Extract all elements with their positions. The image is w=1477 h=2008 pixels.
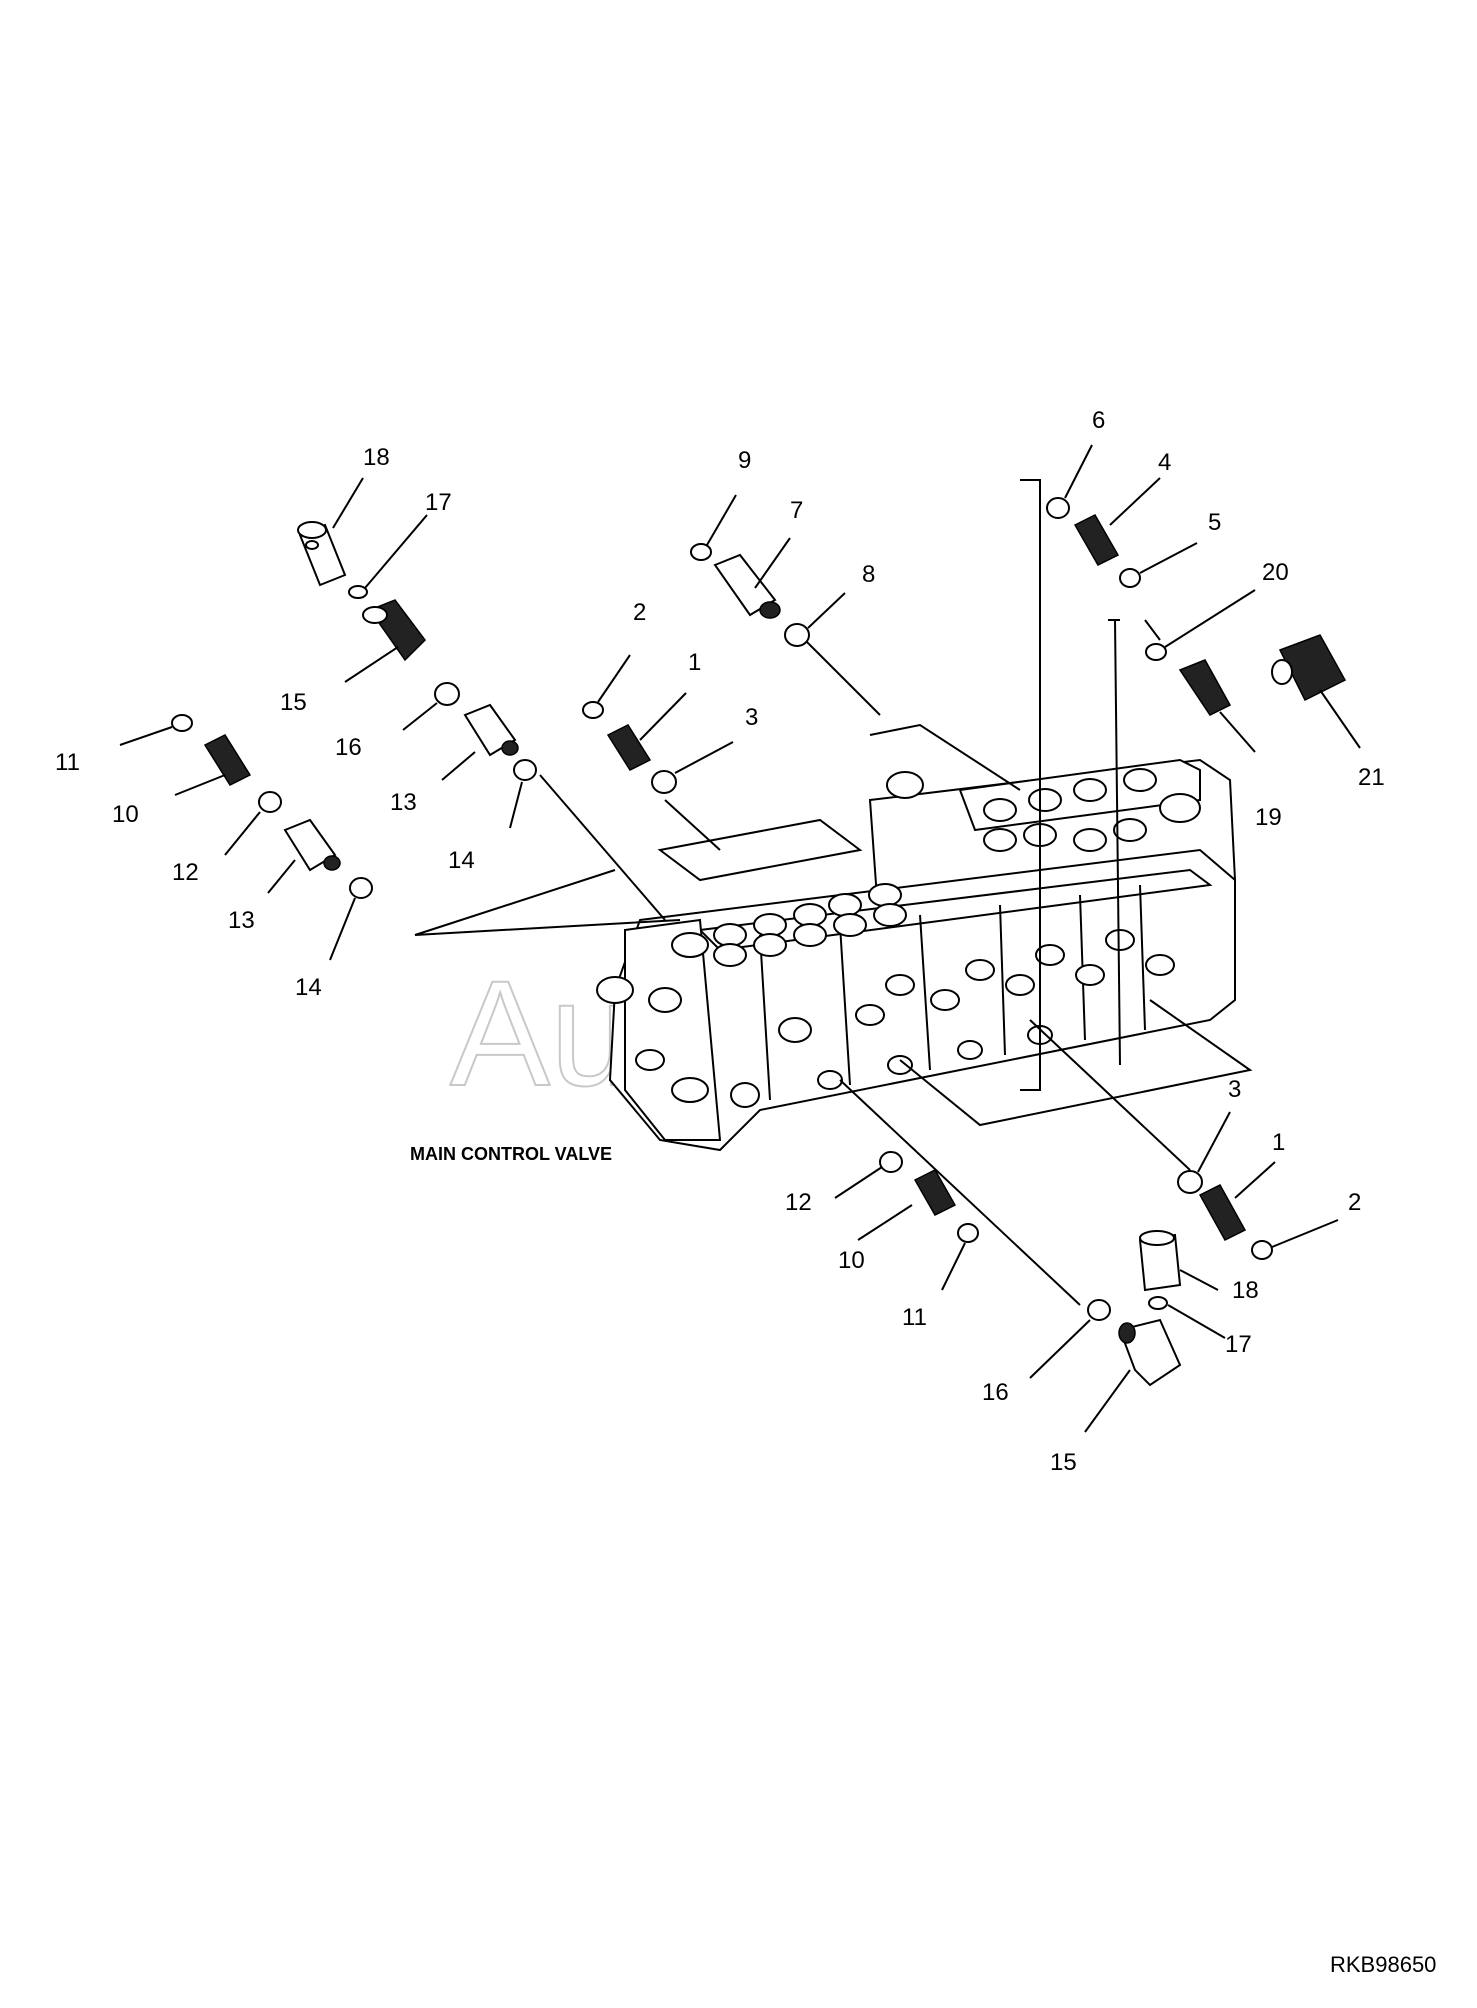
parts	[171, 497, 1347, 1387]
callout-4: 4	[1158, 449, 1171, 476]
callout-15b: 15	[1050, 1449, 1077, 1476]
callout-18b: 18	[1232, 1277, 1259, 1304]
callout-20: 20	[1262, 559, 1289, 586]
callout-14: 14	[448, 847, 475, 874]
callout-15: 15	[280, 689, 307, 716]
callout-11b: 11	[902, 1304, 927, 1331]
main-control-valve-body	[596, 758, 1237, 1152]
leader-lines	[414, 479, 1253, 1306]
callout-11: 11	[55, 749, 80, 776]
callout-16b: 16	[982, 1379, 1009, 1406]
callout-12: 12	[172, 859, 199, 886]
callout-12b: 12	[785, 1189, 812, 1216]
callout-2b: 2	[1348, 1189, 1361, 1216]
callout-7: 7	[790, 497, 803, 524]
callout-14b: 14	[295, 974, 322, 1001]
callout-6: 6	[1092, 407, 1105, 434]
callout-labels: 18 17 15 16 13 14 11 10 12 13 14 9 7 8 2…	[55, 407, 1385, 1476]
callout-10b: 10	[838, 1247, 865, 1274]
callout-1: 1	[688, 649, 701, 676]
callout-1b: 1	[1272, 1129, 1285, 1156]
callout-8: 8	[862, 561, 875, 588]
callout-18: 18	[363, 444, 390, 471]
callout-17b: 17	[1225, 1331, 1252, 1358]
callout-19: 19	[1255, 804, 1282, 831]
callout-13: 13	[390, 789, 417, 816]
callout-9: 9	[738, 447, 751, 474]
callout-10: 10	[112, 801, 139, 828]
callout-3b: 3	[1228, 1076, 1241, 1103]
diagram-caption: MAIN CONTROL VALVE	[410, 1144, 612, 1164]
callout-13b: 13	[228, 907, 255, 934]
callout-3: 3	[745, 704, 758, 731]
callout-5: 5	[1208, 509, 1221, 536]
callout-2: 2	[633, 599, 646, 626]
callout-16: 16	[335, 734, 362, 761]
callout-21: 21	[1358, 764, 1385, 791]
drawing-reference: RKB98650	[1330, 1952, 1436, 1977]
callout-17: 17	[425, 489, 452, 516]
callout-leaders	[119, 444, 1361, 1433]
